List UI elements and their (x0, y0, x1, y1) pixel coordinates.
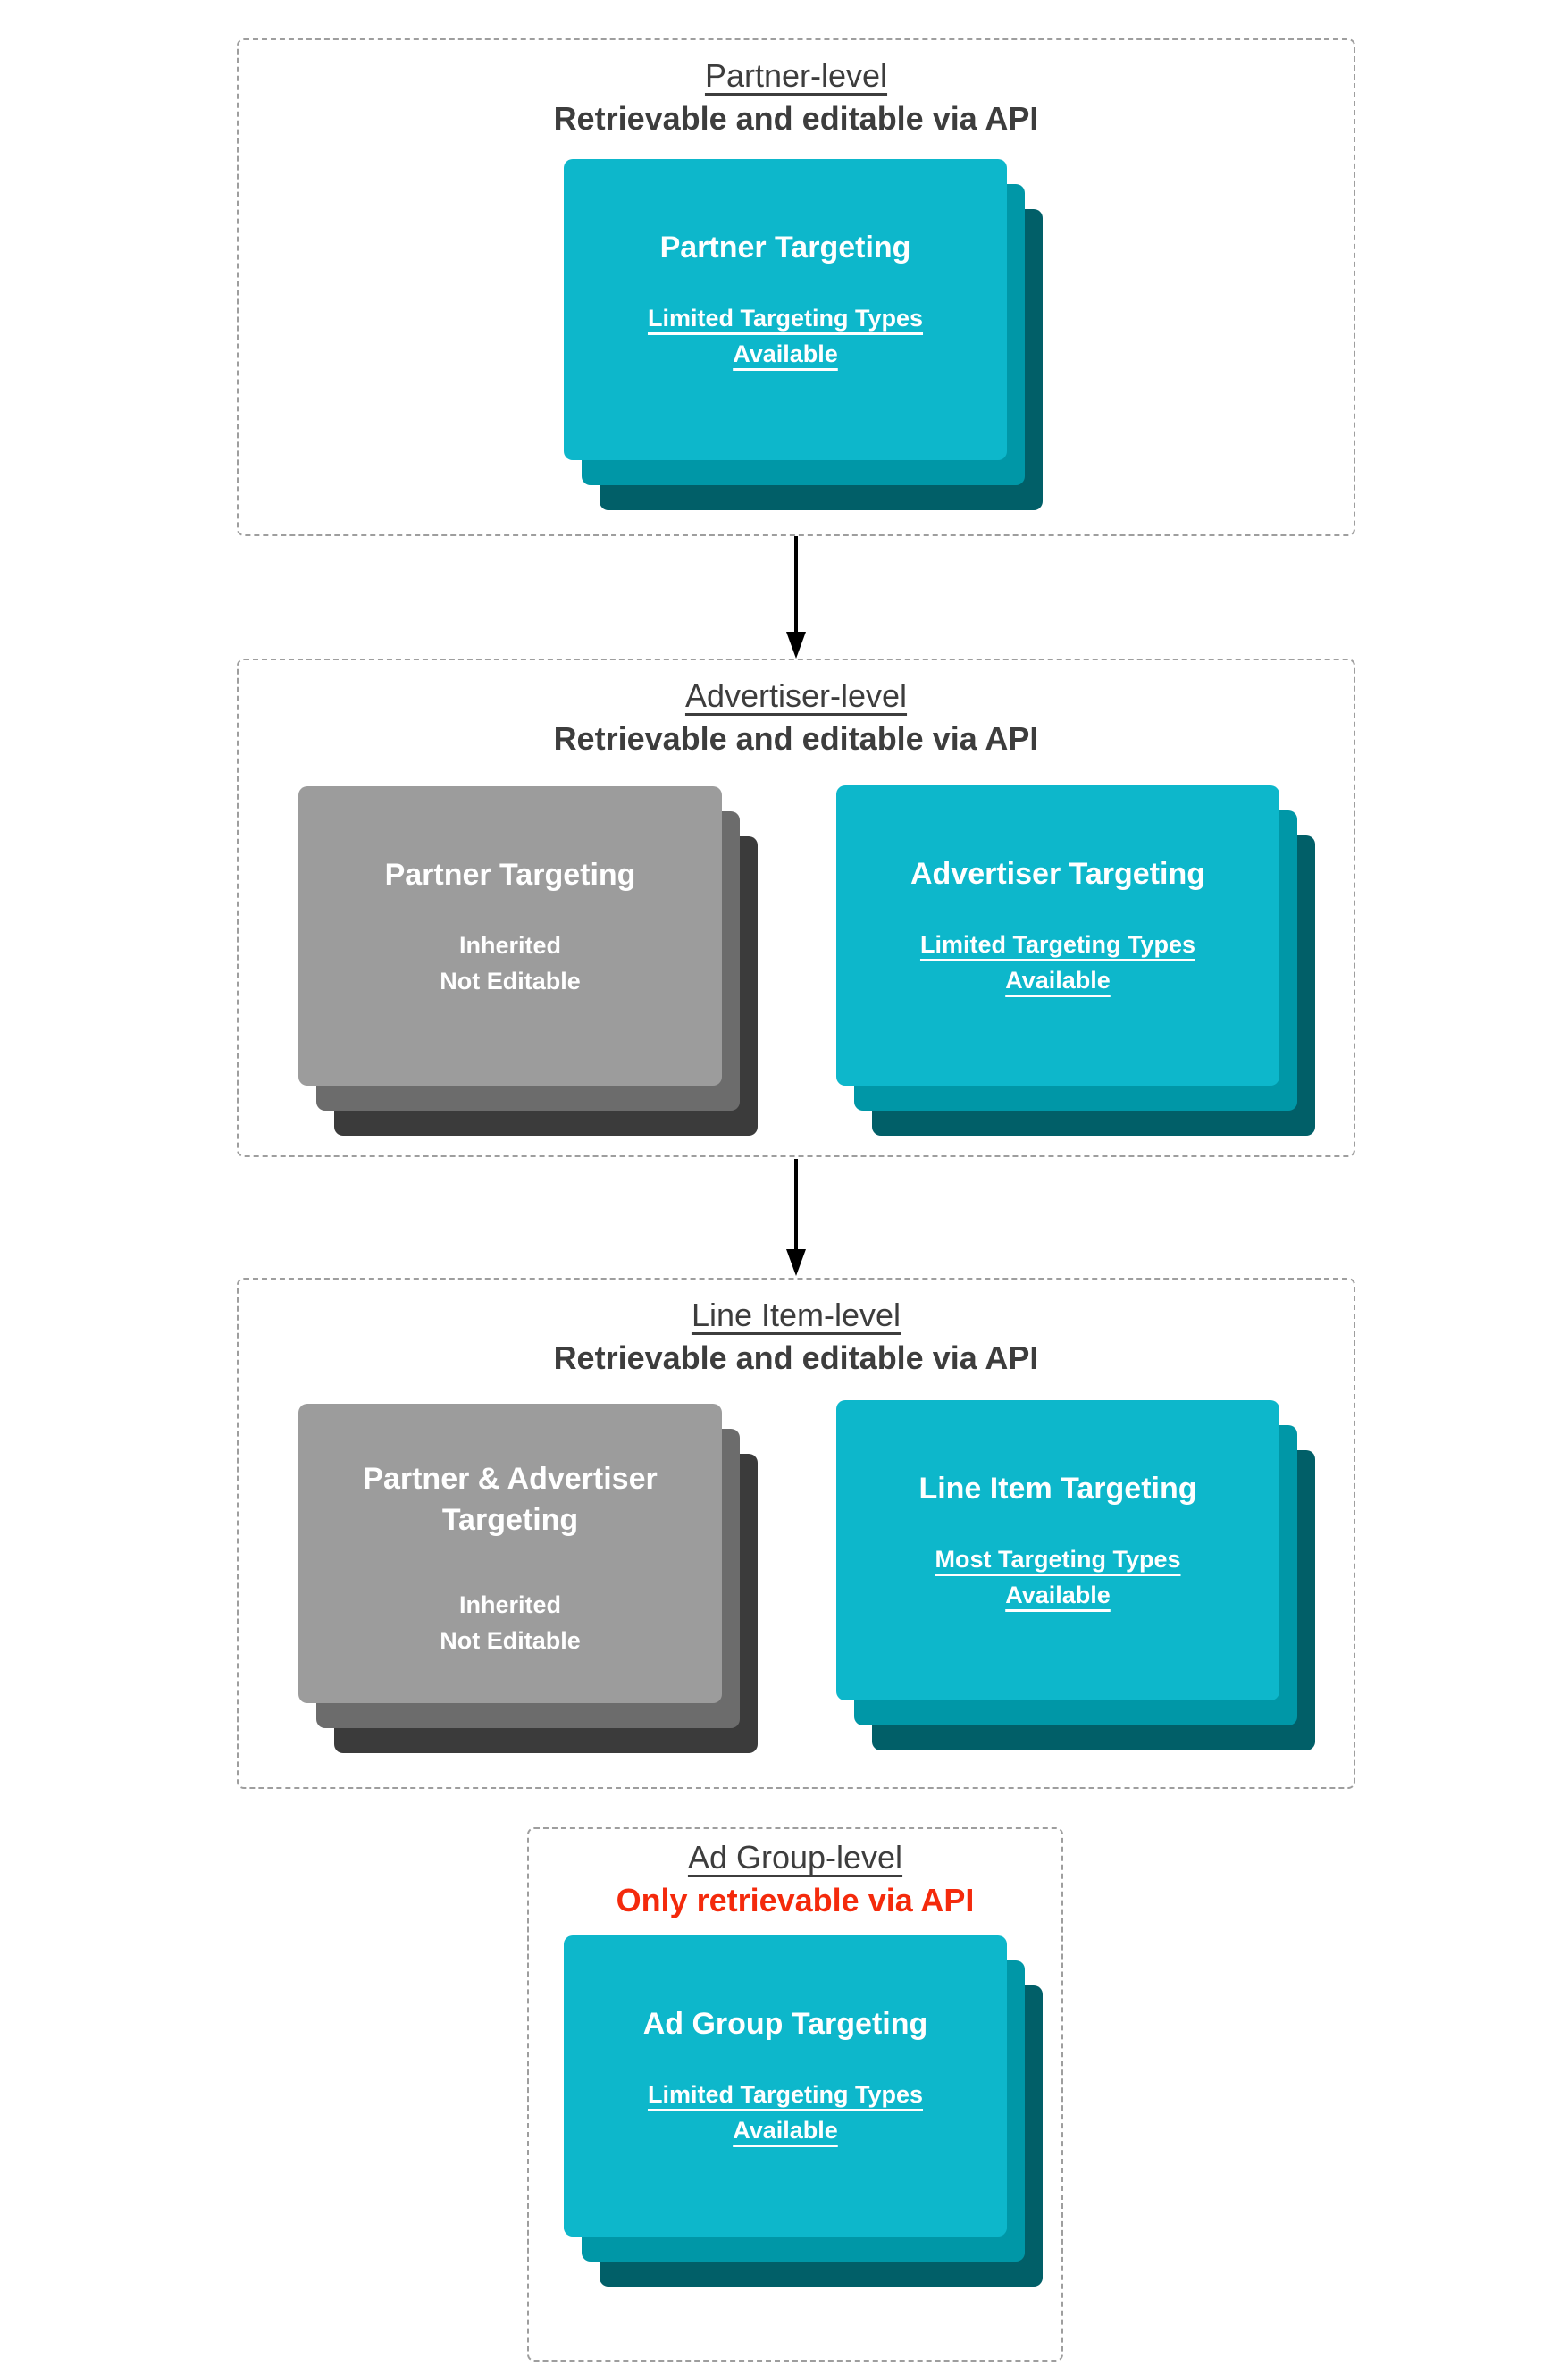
section-advertiser-level: Advertiser-level Retrievable and editabl… (237, 659, 1355, 1157)
arrow-shaft (794, 1159, 798, 1249)
card-face: Partner Targeting Inherited Not Editable (298, 786, 722, 1086)
section-subtitle: Retrievable and editable via API (553, 720, 1039, 757)
card-body: Inherited Not Editable (440, 927, 581, 999)
card-body-line: Limited Targeting Types (647, 305, 924, 332)
card-inherited-partner-advertiser-targeting: Partner & Advertiser Targeting Inherited… (298, 1404, 758, 1753)
card-body-line: Available (1005, 967, 1111, 994)
card-body-line: Limited Targeting Types (647, 2081, 924, 2108)
section-title: Advertiser-level (684, 677, 908, 714)
card-body: Inherited Not Editable (440, 1587, 581, 1658)
section-header: Partner-level Retrievable and editable v… (239, 40, 1354, 140)
card-inherited-partner-targeting: Partner Targeting Inherited Not Editable (298, 786, 758, 1136)
section-header: Ad Group-level Only retrievable via API (529, 1829, 1061, 1922)
section-ad-group-level: Ad Group-level Only retrievable via API … (527, 1827, 1063, 2362)
card-body-line: Limited Targeting Types (919, 931, 1196, 958)
card-face: Partner Targeting Limited Targeting Type… (564, 159, 1007, 460)
arrow-head (786, 632, 806, 659)
section-title: Ad Group-level (687, 1839, 903, 1876)
card-partner-targeting: Partner Targeting Limited Targeting Type… (564, 159, 1043, 510)
card-body-line: Not Editable (440, 968, 581, 995)
section-title: Line Item-level (691, 1297, 901, 1333)
card-title-line: Targeting (441, 1503, 579, 1537)
card-title: Line Item Targeting (918, 1472, 1197, 1506)
card-body: Limited Targeting Types Available (920, 927, 1195, 998)
card-advertiser-targeting: Advertiser Targeting Limited Targeting T… (836, 785, 1315, 1136)
section-line-item-level: Line Item-level Retrievable and editable… (237, 1278, 1355, 1789)
card-title: Partner & Advertiser Targeting (363, 1458, 657, 1540)
arrow-down-icon (786, 1159, 806, 1276)
card-ad-group-targeting: Ad Group Targeting Limited Targeting Typ… (564, 1935, 1043, 2287)
card-face: Line Item Targeting Most Targeting Types… (836, 1400, 1279, 1700)
card-body-line: Most Targeting Types (935, 1546, 1181, 1573)
section-header: Advertiser-level Retrievable and editabl… (239, 660, 1354, 760)
card-title: Advertiser Targeting (910, 857, 1205, 891)
arrow-head (786, 1249, 806, 1276)
section-header: Line Item-level Retrievable and editable… (239, 1280, 1354, 1380)
card-face: Advertiser Targeting Limited Targeting T… (836, 785, 1279, 1086)
card-body: Most Targeting Types Available (935, 1541, 1180, 1613)
card-body-line: Inherited (458, 932, 561, 959)
section-subtitle: Retrievable and editable via API (553, 100, 1039, 137)
section-title: Partner-level (704, 57, 888, 94)
card-body-line: Available (733, 2117, 838, 2144)
arrow-shaft (794, 536, 798, 632)
card-body: Limited Targeting Types Available (648, 300, 923, 372)
card-face: Ad Group Targeting Limited Targeting Typ… (564, 1935, 1007, 2237)
card-face: Partner & Advertiser Targeting Inherited… (298, 1404, 722, 1703)
card-line-item-targeting: Line Item Targeting Most Targeting Types… (836, 1400, 1315, 1750)
card-body: Limited Targeting Types Available (648, 2077, 923, 2148)
card-body-line: Available (733, 340, 838, 367)
card-body-line: Available (1005, 1582, 1111, 1608)
card-title: Ad Group Targeting (642, 2007, 928, 2041)
card-title: Partner Targeting (659, 231, 911, 264)
section-partner-level: Partner-level Retrievable and editable v… (237, 38, 1355, 536)
section-subtitle: Retrievable and editable via API (553, 1339, 1039, 1376)
section-subtitle: Only retrievable via API (616, 1882, 975, 1918)
card-title-line: Partner & Advertiser (363, 1462, 658, 1496)
card-body-line: Not Editable (440, 1627, 581, 1654)
arrow-down-icon (786, 536, 806, 659)
card-title: Partner Targeting (384, 858, 636, 892)
card-body-line: Inherited (458, 1591, 561, 1618)
